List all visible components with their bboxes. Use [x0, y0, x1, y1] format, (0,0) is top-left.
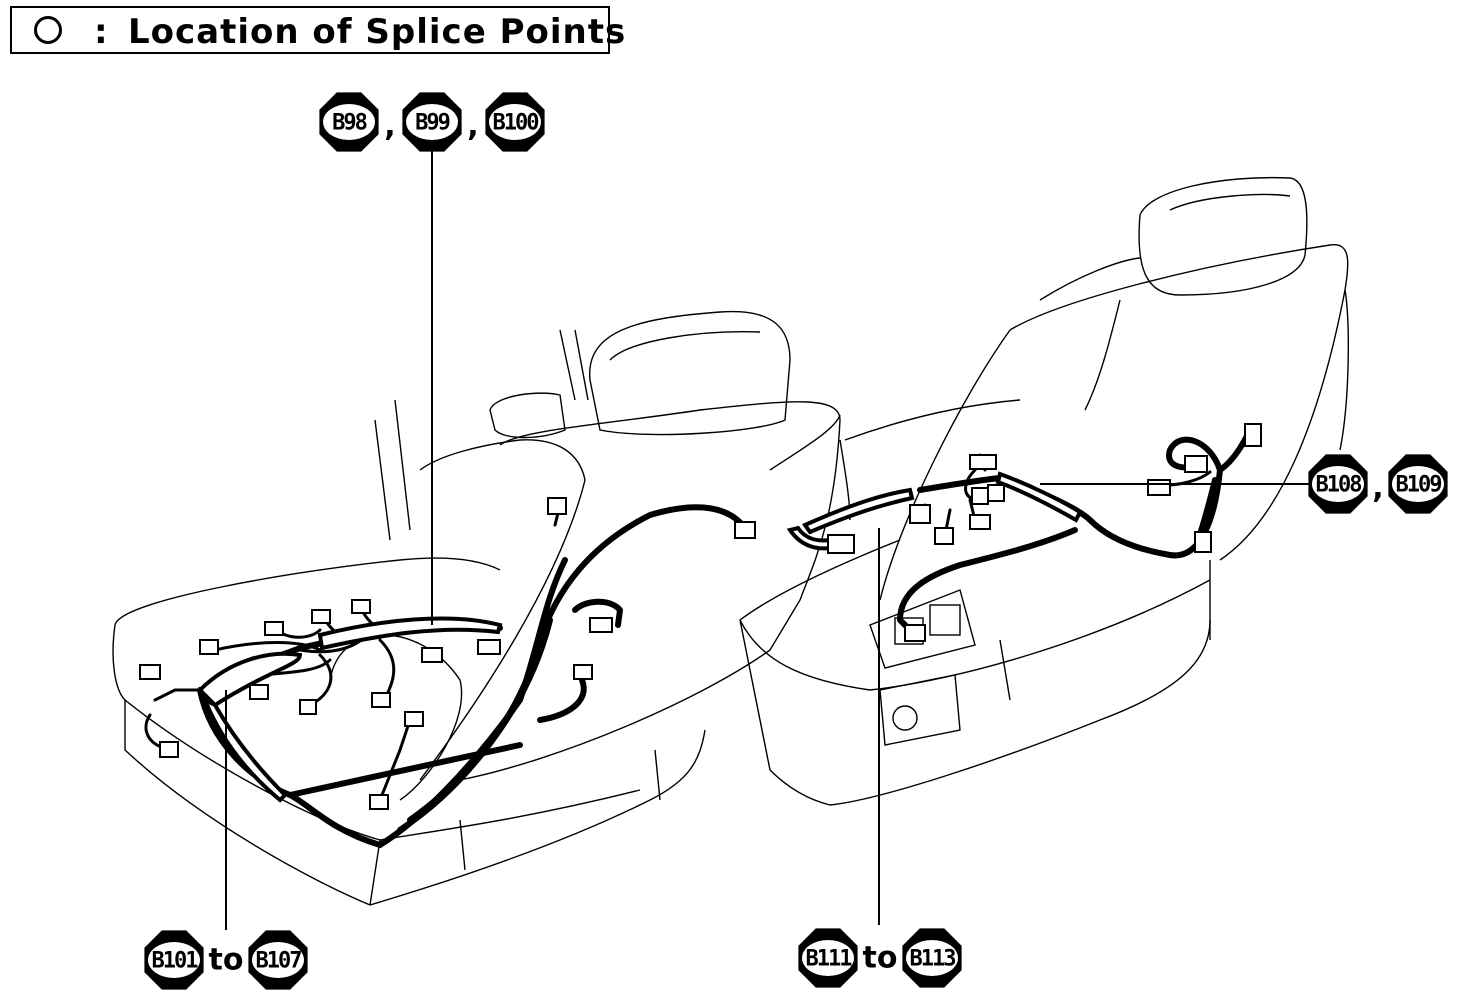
badge-inner: [1312, 466, 1364, 502]
badge-inner: [252, 942, 304, 978]
splice-badge-b109: B109: [1388, 454, 1448, 514]
leader-lines: [225, 150, 1310, 930]
callout-separator: to: [209, 943, 244, 978]
splice-badge-b99: B99: [402, 92, 462, 152]
splice-badge-b111: B111: [798, 928, 858, 988]
badge-label: B101: [152, 949, 199, 974]
legend-colon: :: [94, 12, 108, 52]
left-wire-harness: [139, 497, 756, 848]
splice-badge-b98: B98: [319, 92, 379, 152]
right-seat-outline: [739, 176, 1349, 806]
legend-box: : Location of Splice Points: [10, 6, 625, 54]
callout-separator: ,: [467, 109, 478, 144]
right-wire-harness: [786, 423, 1262, 642]
splice-badge-b113: B113: [902, 928, 962, 988]
splice-badge-b108: B108: [1308, 454, 1368, 514]
callout-separator: ,: [384, 109, 395, 144]
callout-separator: to: [863, 941, 898, 976]
badge-inner: [1392, 466, 1444, 502]
legend-title: Location of Splice Points: [128, 12, 627, 52]
splice-badge-b101: B101: [144, 930, 204, 990]
callout-badges: B98 B99 B100,, B101 B107 to B111 B113 to B108 B109…: [144, 92, 1448, 990]
badge-inner: [148, 942, 200, 978]
badge-label: B109: [1396, 473, 1442, 498]
left-seat-outline: [112, 310, 841, 906]
badge-label: B98: [332, 111, 366, 136]
badge-inner: [906, 940, 958, 976]
badge-label: B100: [493, 111, 539, 136]
badge-label: B107: [256, 949, 302, 974]
badge-label: B111: [806, 947, 853, 972]
badge-inner: [802, 940, 854, 976]
badge-label: B113: [910, 947, 956, 972]
badge-label: B99: [415, 111, 449, 136]
badge-inner: [323, 104, 375, 140]
badge-inner: [406, 104, 458, 140]
badge-label: B108: [1316, 473, 1362, 498]
splice-point-circle-icon: [34, 16, 62, 44]
badge-inner: [489, 104, 541, 140]
callout-separator: ,: [1372, 471, 1383, 506]
splice-badge-b100: B100: [485, 92, 545, 152]
splice-badge-b107: B107: [248, 930, 308, 990]
